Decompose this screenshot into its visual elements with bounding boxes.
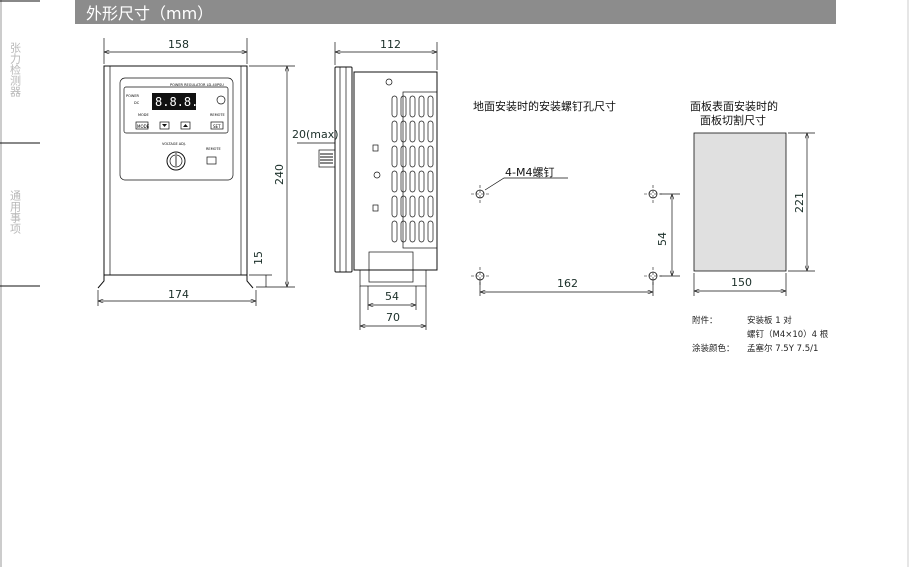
note-label: 涂装颜色： (692, 343, 735, 354)
heatsink-fin (409, 170, 416, 193)
dim-foot: 15 (252, 251, 265, 265)
heatsink-fin (427, 95, 434, 118)
page-title: 外形尺寸（mm） (86, 4, 213, 23)
heatsink-fin (409, 95, 416, 118)
voltage-adj-label: VOLTAGE ADJ. (162, 142, 186, 146)
center-mark (644, 185, 662, 203)
heatsink-fin (418, 220, 425, 243)
heatsink-fin (409, 220, 416, 243)
model-label: POWER REGULATOR LD-40PSU (170, 83, 224, 87)
heatsink-fin (391, 220, 398, 243)
heatsink-fin (400, 170, 407, 193)
sidebar-item-general[interactable]: 通用事项 (9, 190, 22, 234)
note-value: 孟塞尔 7.5Y 7.5/1 (747, 343, 818, 354)
mounting-holes: 地面安装时的安装螺钉孔尺寸 162 54 4-M4螺钉 (471, 99, 680, 296)
center-mark (471, 185, 489, 203)
dim-height: 240 (273, 164, 286, 185)
heatsink-fin (400, 145, 407, 168)
screw-label: 4-M4螺钉 (505, 166, 554, 179)
dim-bracket-inner: 54 (385, 290, 399, 303)
dim-width: 158 (168, 38, 189, 51)
header-bar (75, 0, 836, 24)
heatsink-fin (391, 195, 398, 218)
mounting-title: 地面安装时的安装螺钉孔尺寸 (473, 99, 616, 113)
dim-cutout-width: 150 (731, 276, 752, 289)
heatsink-fin (427, 120, 434, 143)
front-dimensions: 158 174 240 15 (97, 38, 295, 306)
heatsink-fin (391, 170, 398, 193)
cutout-title-line2: 面板切割尺寸 (700, 113, 766, 127)
front-view: 8.8.8.8 POWER REGULATOR LD-40PSU POWER D… (97, 65, 254, 289)
side-view (318, 66, 438, 287)
heatsink-fin (400, 120, 407, 143)
heatsink-fin (409, 145, 416, 168)
sidebar-item-tension-detector[interactable]: 张力检测器 (9, 42, 22, 98)
heatsink-fin (418, 145, 425, 168)
dim-bracket-outer: 70 (386, 311, 400, 324)
notes: 附件： 安装板 1 对 螺钉（M4×10）4 根 涂装颜色： 孟塞尔 7.5Y … (692, 315, 829, 354)
dim-hole-horizontal: 162 (557, 277, 578, 290)
dim-base-width: 174 (168, 288, 189, 301)
set-button: SET (213, 124, 221, 129)
heatsink-fin (400, 95, 407, 118)
note-value: 安装板 1 对 (747, 315, 792, 326)
heatsink-fin (409, 120, 416, 143)
heatsink-fin (418, 120, 425, 143)
heatsink-fin (391, 145, 398, 168)
dc-label: DC (134, 101, 140, 105)
note-value: 螺钉（M4×10）4 根 (747, 329, 829, 340)
heatsink-fin (400, 220, 407, 243)
dim-depth: 112 (380, 38, 401, 51)
heatsink-fin (418, 170, 425, 193)
heatsink-fin (391, 95, 398, 118)
heatsink-fin (427, 195, 434, 218)
heatsink-fin (427, 145, 434, 168)
digital-display: 8.8.8.8 (155, 95, 206, 109)
heatsink-fin (427, 170, 434, 193)
heatsink-fin (400, 195, 407, 218)
heatsink-fin (418, 95, 425, 118)
heatsink-fin (418, 195, 425, 218)
note-label: 附件： (692, 315, 718, 326)
mode-label: MODE (138, 113, 149, 117)
cutout-title-line1: 面板表面安装时的 (690, 99, 778, 113)
mode-button: MODE (137, 124, 150, 129)
panel-cutout: 面板表面安装时的 面板切割尺寸 221 150 (690, 99, 815, 296)
dim-hole-vertical: 54 (656, 232, 669, 246)
heatsink-fin (391, 120, 398, 143)
remote-switch-label: REMOTE (206, 147, 221, 151)
heatsink-fin (409, 195, 416, 218)
heatsink-fin (427, 220, 434, 243)
dim-cutout-height: 221 (793, 192, 806, 213)
dim-knob: 20(max) (292, 128, 339, 141)
power-label: POWER (126, 94, 140, 98)
side-dimensions: 112 20(max) 54 70 (292, 38, 438, 330)
remote-label: REMOTE (210, 113, 225, 117)
